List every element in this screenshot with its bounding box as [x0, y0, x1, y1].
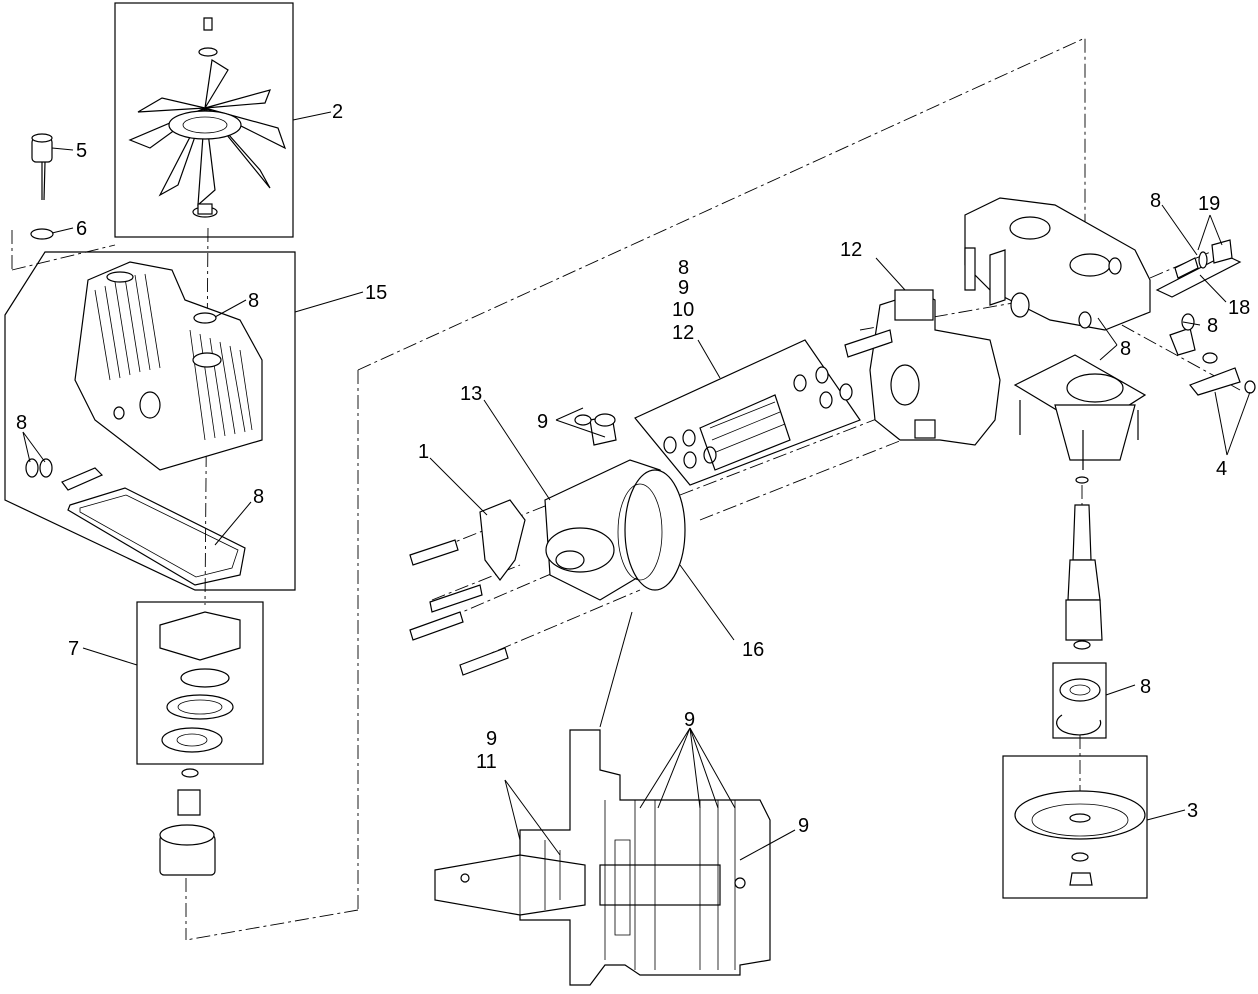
callout-8-gasket: 8 [253, 486, 264, 508]
callout-11: 11 [476, 751, 497, 773]
callout-9-stack: 9 [678, 277, 689, 299]
callout-7: 7 [68, 638, 79, 660]
callout-15: 15 [365, 282, 387, 304]
callout-12-stack: 12 [672, 322, 694, 344]
output-bearing-kit [1052, 662, 1107, 739]
callout-4: 4 [1216, 458, 1227, 480]
callout-labels: 1 2 3 4 5 6 7 8 8 8 8 9 10 12 9 13 15 16… [16, 101, 1250, 837]
cover-kit-box [4, 251, 296, 591]
callout-10: 10 [672, 299, 694, 321]
callout-18: 18 [1228, 297, 1250, 319]
callout-6: 6 [76, 218, 87, 240]
motor-housing [844, 289, 1001, 446]
fan-assembly [114, 2, 294, 238]
cross-section-view [434, 729, 771, 986]
callout-19: 19 [1198, 193, 1220, 215]
leader-lines [22, 111, 1251, 861]
output-shaft [1013, 354, 1147, 650]
callout-8-valve-right: 8 [1207, 315, 1218, 337]
callout-13: 13 [460, 383, 482, 405]
callout-9-section-left: 9 [486, 728, 497, 750]
callout-3: 3 [1187, 800, 1198, 822]
callout-8-stack: 8 [678, 257, 689, 279]
breather-cap [30, 133, 54, 240]
callout-16: 16 [742, 639, 764, 661]
callout-8-top-right: 8 [1150, 190, 1161, 212]
swashplate-bearing-kit [136, 601, 264, 876]
gear-housing [964, 197, 1151, 331]
callout-9-section-right: 9 [798, 815, 809, 837]
valve-kit [1155, 239, 1242, 298]
callout-1: 1 [418, 441, 429, 463]
cover-housing [4, 251, 296, 591]
pulley-kit [1002, 755, 1148, 899]
callout-5: 5 [76, 140, 87, 162]
callout-9-section-top: 9 [684, 709, 695, 731]
callout-8-center-plate: 8 [1120, 338, 1131, 360]
callout-12-top: 12 [840, 239, 862, 261]
callout-8-cover-top: 8 [248, 290, 259, 312]
fan-blades [128, 59, 287, 207]
seal-kit-box [634, 339, 861, 486]
callout-2: 2 [332, 101, 343, 123]
callout-8-bearing: 8 [1140, 676, 1151, 698]
callout-9-fitting: 9 [537, 411, 548, 433]
bearing-kit-box [136, 601, 264, 765]
pump-center-section [409, 413, 686, 676]
callout-8-left-seal: 8 [16, 412, 27, 434]
seal-kit [634, 339, 861, 486]
